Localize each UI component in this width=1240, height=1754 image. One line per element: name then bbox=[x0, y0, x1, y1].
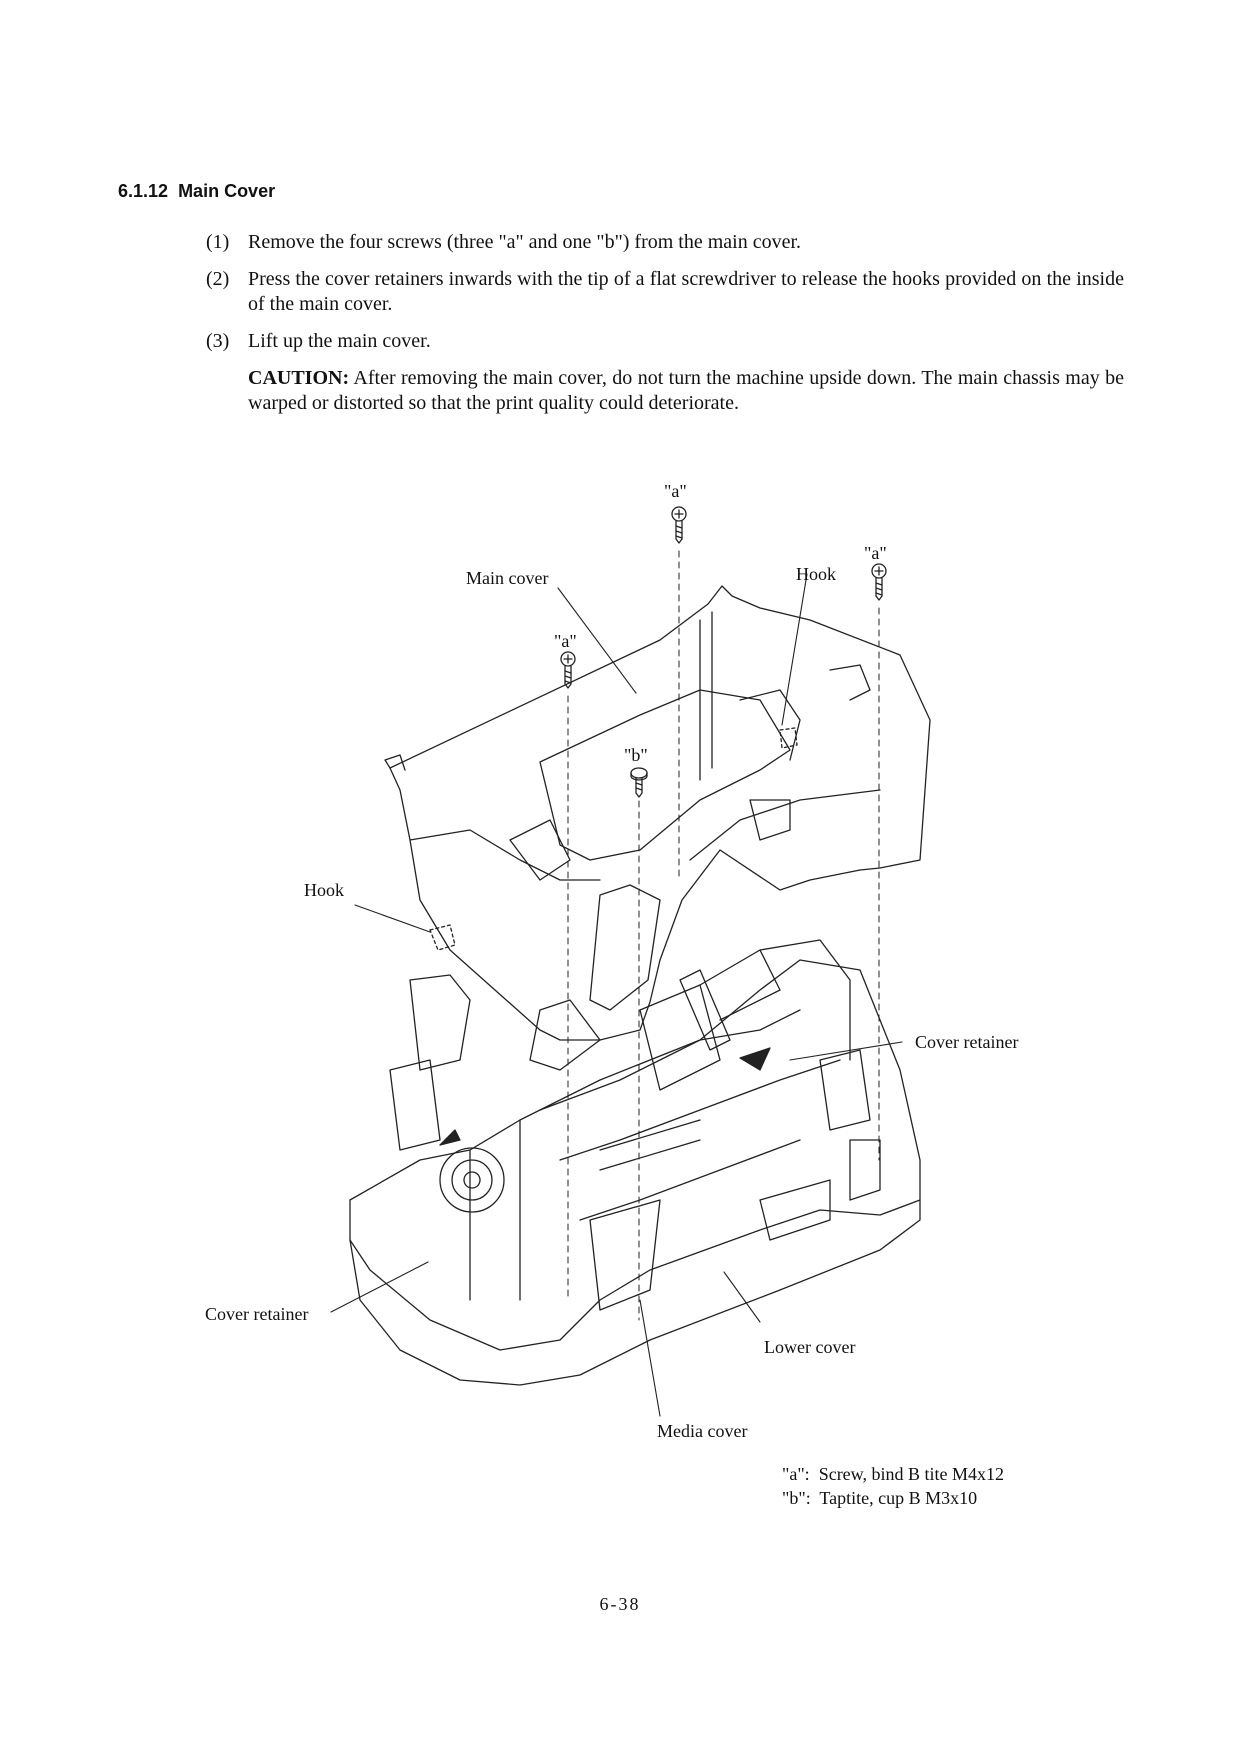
legend-desc: Taptite, cup B M3x10 bbox=[819, 1488, 978, 1508]
screw-a-right-icon bbox=[871, 563, 887, 601]
procedure-steps: (1) Remove the four screws (three "a" an… bbox=[206, 230, 1124, 416]
step-3: (3) Lift up the main cover. bbox=[206, 329, 1124, 354]
screw-a-left-label: "a" bbox=[554, 631, 577, 651]
legend-key: "b": bbox=[782, 1488, 811, 1508]
step-text: Remove the four screws (three "a" and on… bbox=[248, 231, 802, 253]
screw-axis-lines bbox=[567, 550, 880, 1321]
lower-cover-label: Lower cover bbox=[764, 1337, 855, 1357]
step-1: (1) Remove the four screws (three "a" an… bbox=[206, 230, 1124, 255]
screw-legend: "a": Screw, bind B tite M4x12 "b": Tapti… bbox=[782, 1462, 1004, 1510]
section-title: Main Cover bbox=[178, 181, 276, 201]
legend-key: "a": bbox=[782, 1464, 810, 1484]
caution-text: After removing the main cover, do not tu… bbox=[248, 367, 1124, 414]
hook-left-label: Hook bbox=[304, 880, 344, 900]
step-text: Press the cover retainers inwards with t… bbox=[248, 268, 1124, 315]
screw-b-icon bbox=[630, 767, 648, 798]
caution-note: CAUTION: After removing the main cover, … bbox=[248, 366, 1124, 416]
page-number: 6-38 bbox=[599, 1594, 641, 1614]
cover-retainer-right-label: Cover retainer bbox=[915, 1032, 1018, 1052]
screw-a-center-icon bbox=[671, 506, 687, 544]
step-2: (2) Press the cover retainers inwards wi… bbox=[206, 267, 1124, 317]
screw-b-label: "b" bbox=[624, 745, 648, 765]
leader-lines bbox=[330, 573, 903, 1417]
cover-retainer-left-label: Cover retainer bbox=[205, 1304, 308, 1324]
machine-mechanism-drawing bbox=[349, 939, 921, 1386]
caution-label: CAUTION: bbox=[248, 367, 350, 389]
main-cover-drawing bbox=[384, 585, 931, 1041]
screw-a-right-label: "a" bbox=[864, 543, 887, 563]
screw-a-center-label: "a" bbox=[664, 481, 687, 501]
hook-top-label: Hook bbox=[796, 564, 836, 584]
step-number: (2) bbox=[206, 268, 230, 290]
section-heading: 6.1.12 Main Cover bbox=[118, 181, 275, 202]
step-text: Lift up the main cover. bbox=[248, 330, 431, 352]
main-cover-label: Main cover bbox=[466, 568, 548, 588]
legend-desc: Screw, bind B tite M4x12 bbox=[818, 1464, 1005, 1484]
legend-row-a: "a": Screw, bind B tite M4x12 bbox=[782, 1462, 1004, 1486]
media-cover-label: Media cover bbox=[657, 1421, 747, 1441]
step-number: (3) bbox=[206, 330, 230, 352]
step-number: (1) bbox=[206, 231, 230, 253]
section-number: 6.1.12 bbox=[118, 181, 169, 201]
legend-row-b: "b": Taptite, cup B M3x10 bbox=[782, 1486, 1004, 1510]
screw-a-left-icon bbox=[560, 651, 576, 689]
